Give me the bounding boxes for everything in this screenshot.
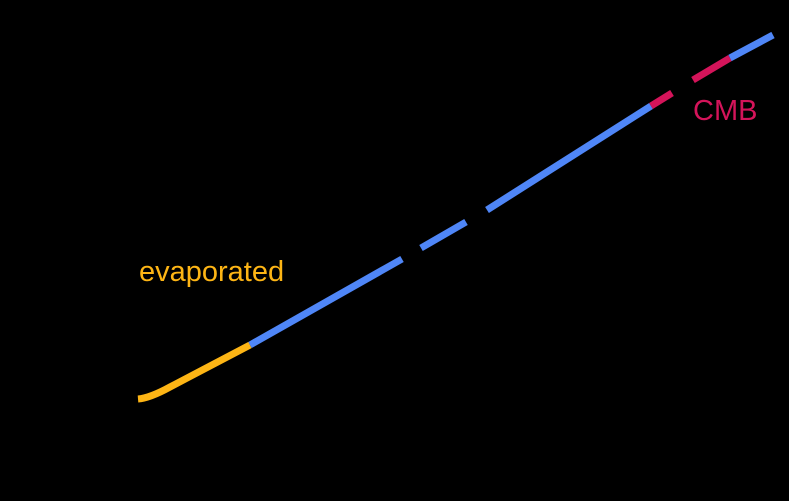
curve-segments [137, 31, 775, 403]
evaporated-curve [137, 341, 252, 403]
evaporated-label: evaporated [139, 256, 285, 288]
main-line-1 [248, 255, 404, 349]
main-line-3 [485, 103, 653, 213]
main-line-4 [728, 31, 775, 62]
cmb-label: CMB [693, 95, 758, 127]
cmb-segment-2 [691, 54, 732, 84]
cmb-segment-1 [649, 90, 674, 109]
main-line-2 [419, 218, 468, 252]
